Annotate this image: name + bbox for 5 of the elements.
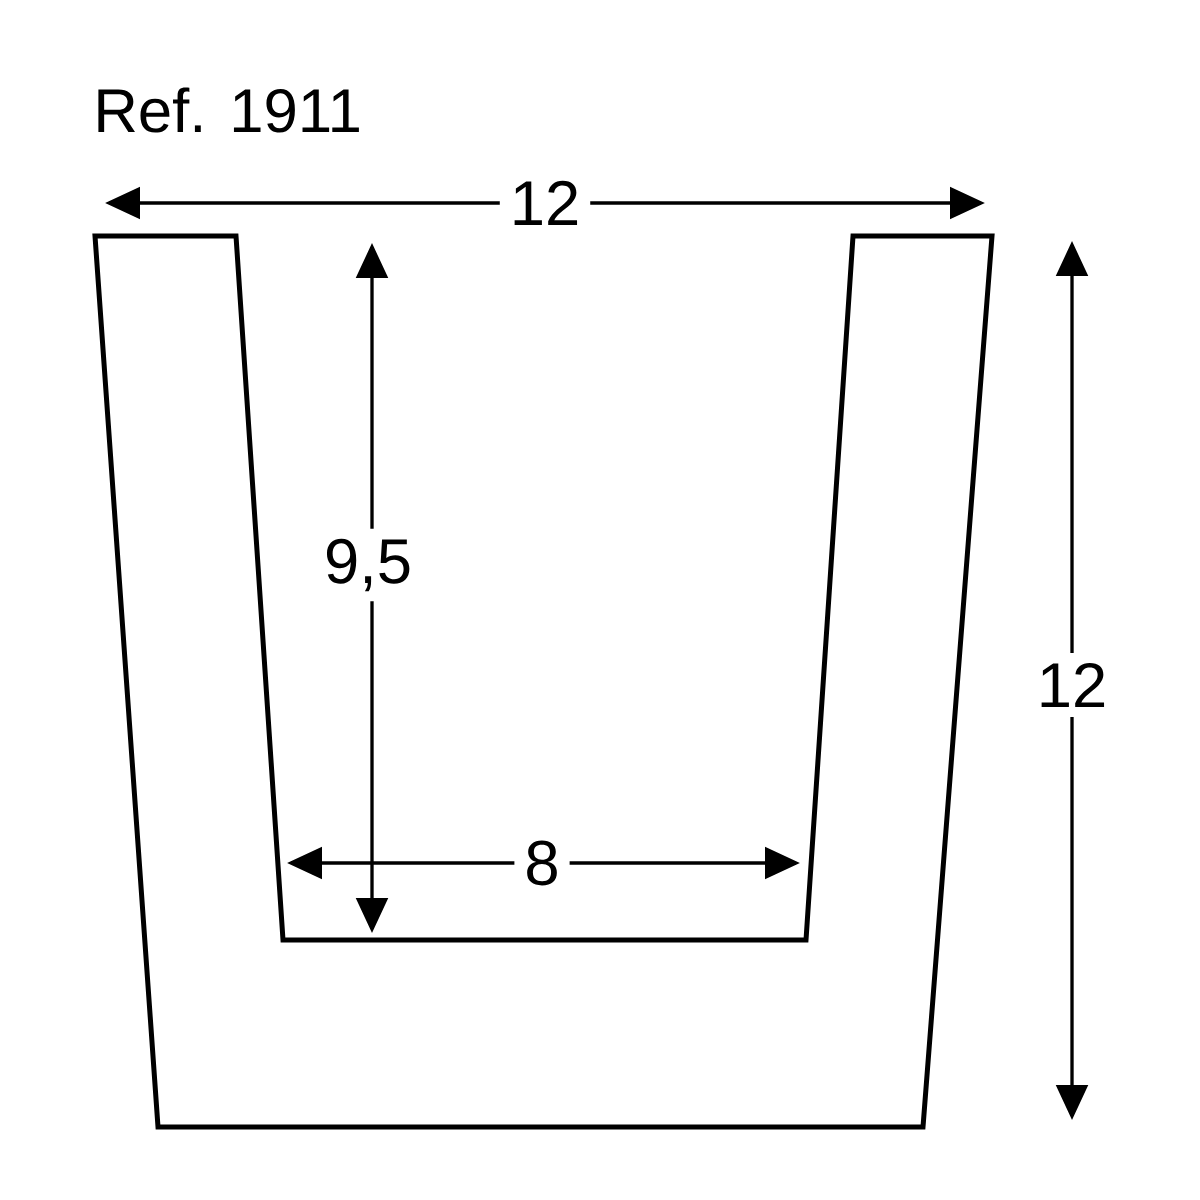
title: Ref. 1911 [98, 87, 359, 133]
dimension-label: 8 [514, 830, 570, 896]
dimension-label: 12 [499, 170, 591, 236]
dimension-label: 12 [1026, 652, 1118, 718]
dimension-label: 9,5 [314, 528, 423, 602]
